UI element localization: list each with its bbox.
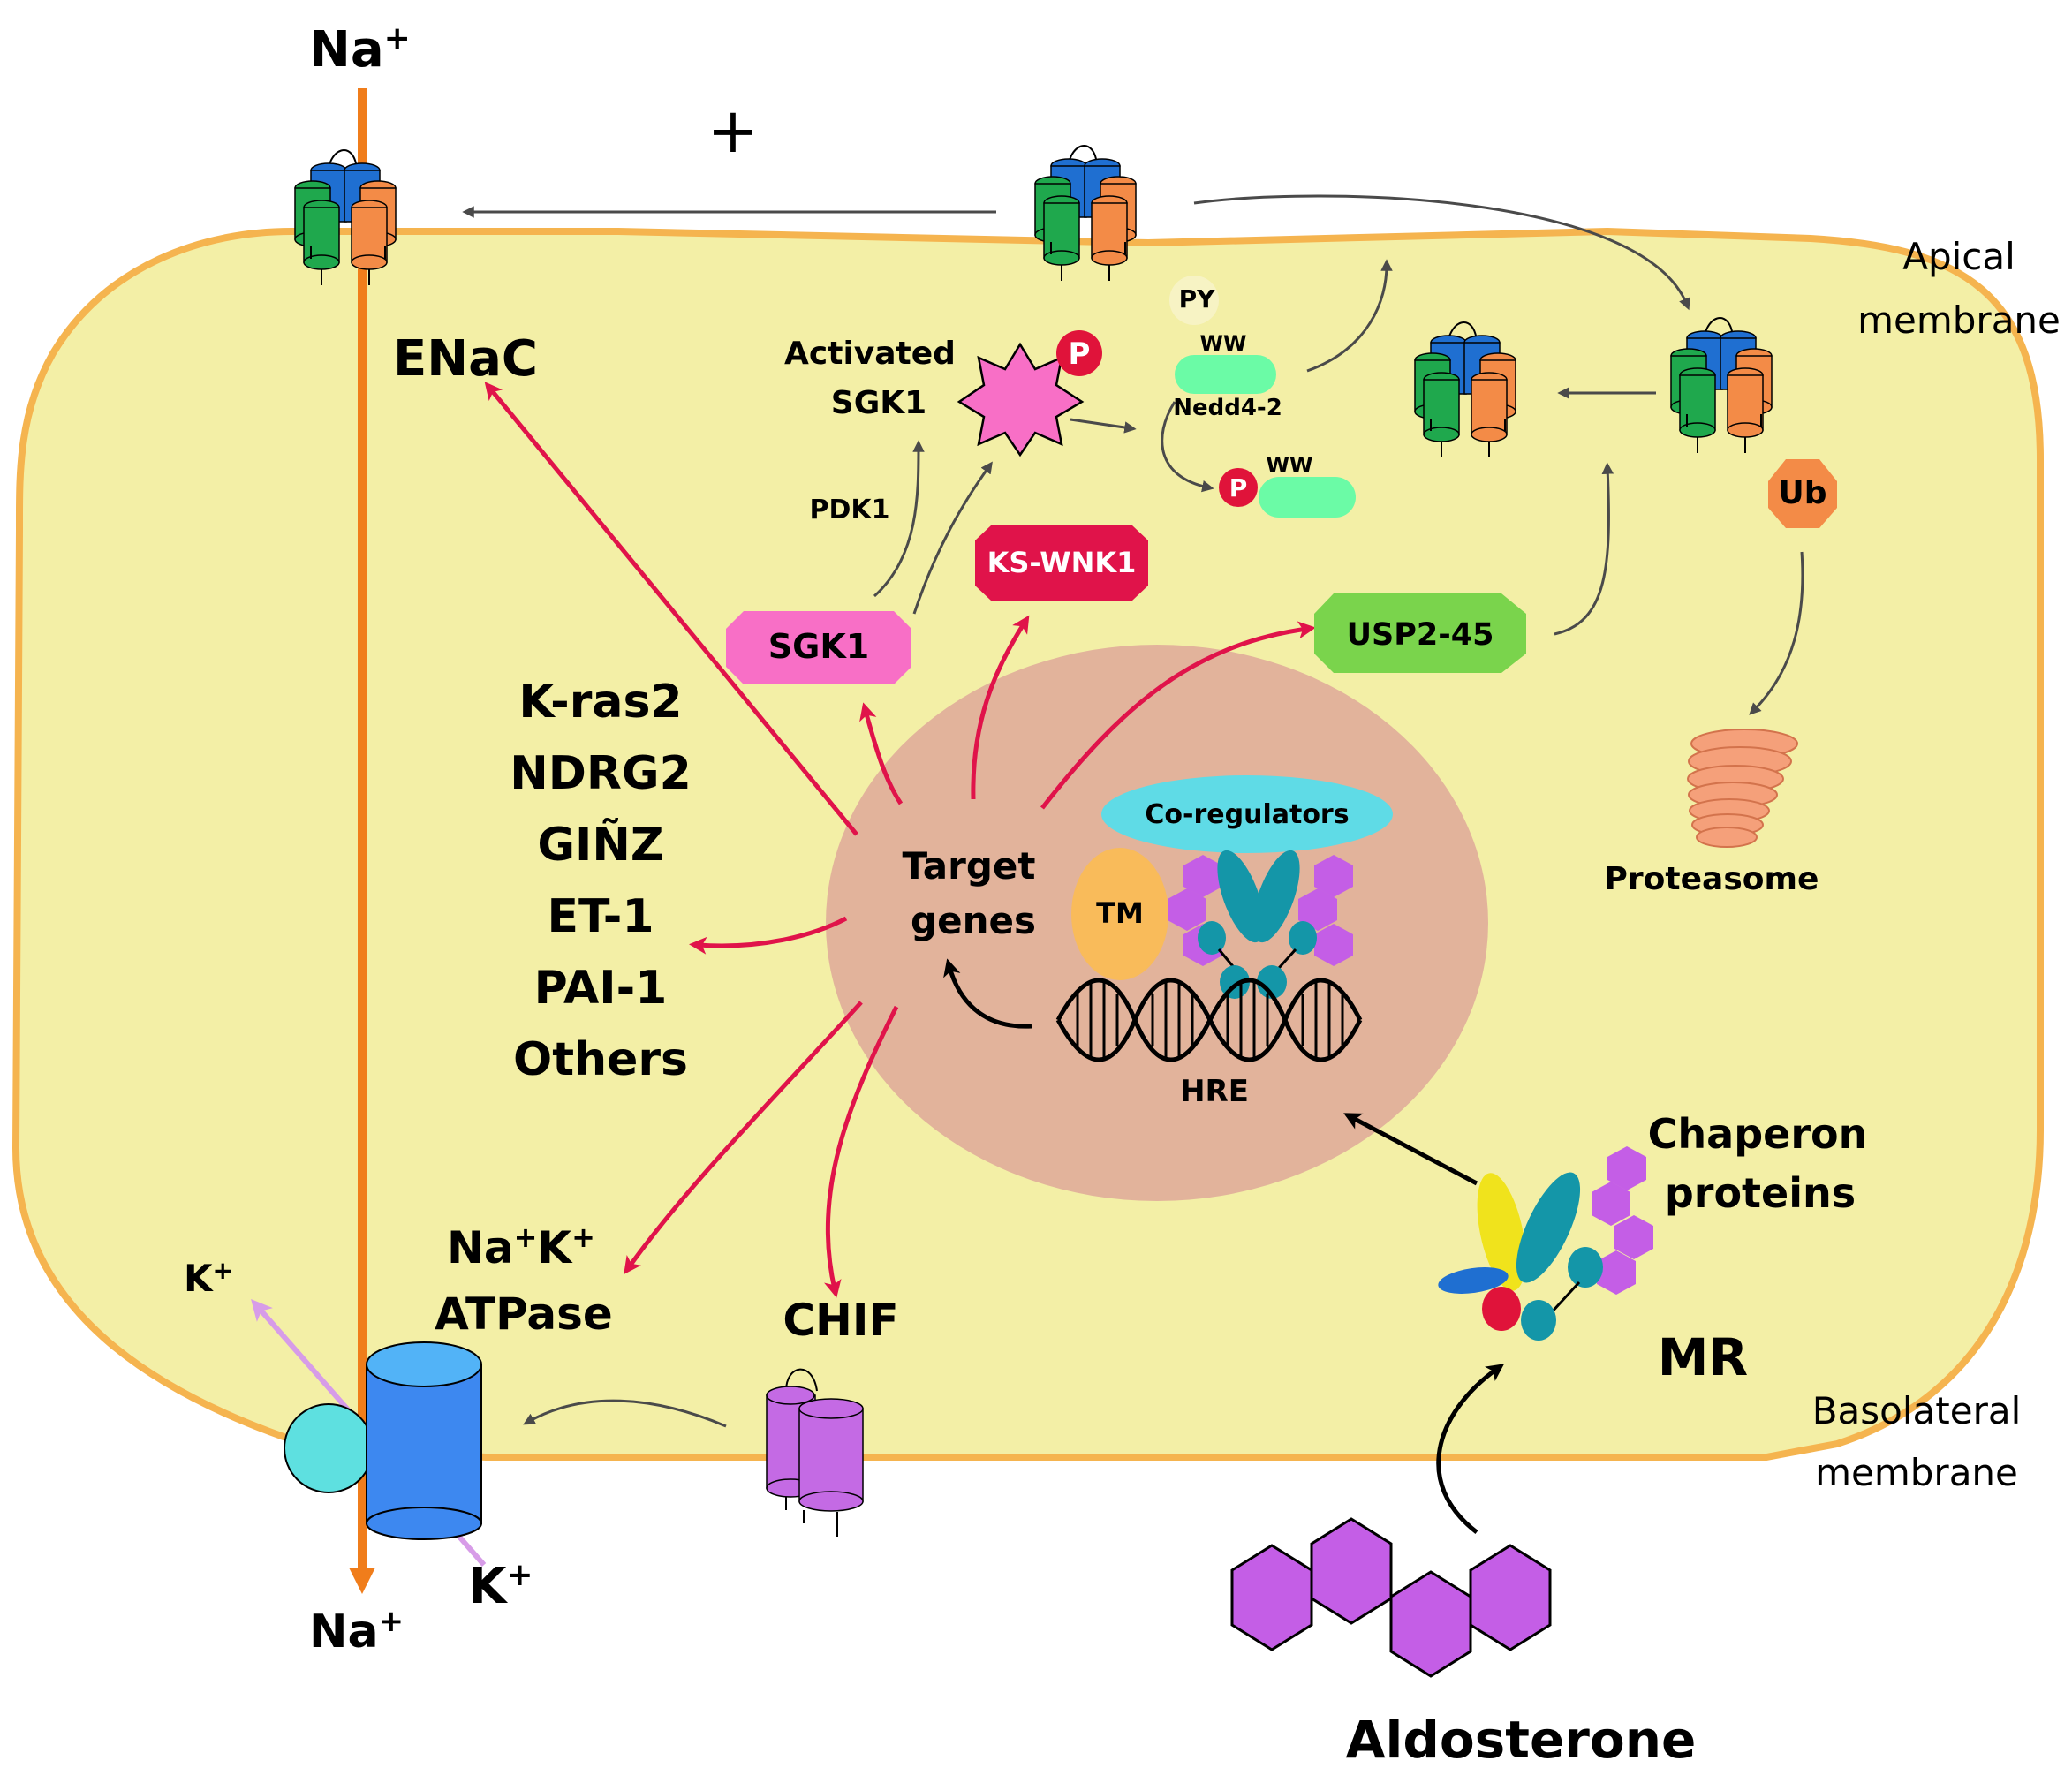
tm-factor [1071,848,1168,980]
nedd4-2-label: Nedd4-2 [1173,395,1282,421]
hre-label: HRE [1180,1074,1249,1109]
target-to-chif-arrow [824,1005,899,1298]
activated-sgk1-star [957,342,1085,457]
pdk1-label: PDK1 [809,495,889,525]
sgk1-activation-arrow [912,461,993,615]
proteasome-icon [1687,729,1798,848]
na-bottom-label: Na+ [309,1604,404,1658]
gene-list-item: NDRG2 [510,747,692,800]
apical-membrane-label-1: Apical [1902,235,2015,278]
enac-label: ENaC [393,330,538,388]
ub-label: Ub [1778,475,1826,511]
aldosterone-to-mr-arrow [1436,1364,1505,1534]
dna-rungs [1076,982,1344,1058]
target-to-sgk1-arrow [859,702,904,805]
mr-label: MR [1658,1327,1748,1387]
target-to-kswnk1-arrow [971,615,1030,800]
enac-endocytosis-arrow [1193,194,1690,311]
target-to-atpase-arrow [624,1001,863,1275]
na-k-atpase [284,1341,482,1540]
chif-to-atpase-arrow [523,1399,727,1428]
ubiquitin-tag [1768,459,1837,528]
hre-to-target-arrow [943,958,1032,1029]
nedd4-2-phosphorylated [1259,477,1356,518]
target-to-genelist-arrow [689,916,848,955]
basolateral-membrane-label-2: membrane [1815,1451,2018,1494]
gene-list-item: ET-1 [547,890,654,943]
phospho-label-nedd4: P [1229,473,1248,502]
usp2-45-label: USP2-45 [1347,617,1494,653]
nedd4-2-ww-domain [1175,355,1276,394]
apical-membrane-label-2: membrane [1857,298,2061,342]
ww-label-bottom: WW [1267,453,1313,478]
sgk1-box [726,611,911,684]
py-motif [1169,276,1219,325]
basolateral-membrane-label-1: Basolateral [1812,1389,2022,1432]
plus-sign: + [707,94,760,167]
target-to-enac-arrow [484,382,858,836]
co-regulators-label: Co-regulators [1145,799,1349,830]
target-to-usp2-arrow [1040,621,1316,810]
gene-list-item: Others [513,1033,688,1086]
aldosterone-label: Aldosterone [1346,1710,1697,1768]
dna-helix [1055,978,1363,1062]
ww-label-top: WW [1200,331,1247,356]
k-bottom-label: K+ [468,1557,533,1615]
sgk1-label: SGK1 [768,627,869,666]
sgk1-to-nedd4-arrow [1070,418,1137,434]
gene-list-item: K-ras2 [518,676,682,729]
nedd4-phosphorylation-arrow [1161,401,1214,493]
phospho-label-sgk1: P [1069,336,1091,372]
ks-wnk1-box [975,525,1148,601]
na-top-label: Na+ [309,20,411,79]
usp2-45-box [1314,593,1526,673]
activated-sgk1-label-1: Activated [784,336,956,372]
usp2-deubiquitination-arrow [1554,462,1614,636]
chif-label: CHIF [783,1295,898,1346]
activated-sgk1-label-2: SGK1 [831,385,926,421]
ks-wnk1-label: KS-WNK1 [987,546,1137,579]
py-label: PY [1179,284,1216,314]
gene-list-item: GIÑZ [537,818,663,872]
mr-receptor-complex [1438,1146,1653,1341]
phospho-badge-sgk1 [1056,330,1102,376]
ub-to-proteasome-arrow [1749,551,1804,715]
chif-channel [766,1368,864,1537]
gene-list: K-ras2 NDRG2 GIÑZ ET-1 PAI-1 Others [510,676,692,1086]
aldosterone-molecule [1230,1517,1552,1678]
mr-to-nucleus-arrow [1343,1113,1478,1186]
mr-dimer-on-dna [1168,850,1353,999]
na-k-atpase-label-1: Na+K+ [447,1220,595,1273]
target-genes-label-1: Target [903,844,1036,888]
k-left-label: K+ [184,1256,233,1300]
nedd4-release-arrow [1306,259,1393,373]
na-k-atpase-label-2: ATPase [435,1288,613,1340]
phospho-badge-nedd4 [1219,468,1258,507]
target-genes-label-2: genes [911,899,1036,942]
tm-label: TM [1096,896,1144,930]
gene-list-item: PAI-1 [534,962,668,1015]
co-regulators [1101,775,1393,853]
pdk1-activation-arrow [873,440,925,598]
chaperon-proteins-label-2: proteins [1665,1169,1856,1217]
proteasome-label: Proteasome [1605,861,1819,897]
chaperon-proteins-label-1: Chaperon [1648,1110,1868,1158]
